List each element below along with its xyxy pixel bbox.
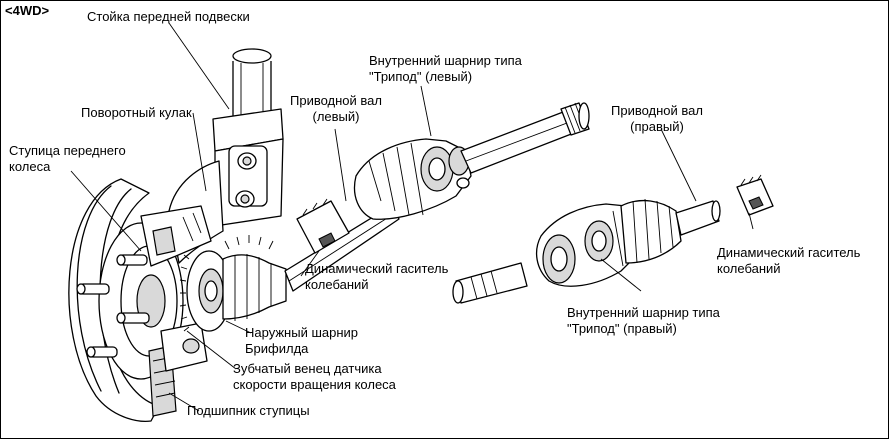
right-drive-shaft <box>675 200 721 236</box>
label-left-dynamic-damper: Динамический гаситель колебаний <box>305 261 449 292</box>
variant-tag: <4WD> <box>5 3 50 18</box>
label-hub-bearing: Подшипник ступицы <box>187 403 310 418</box>
label-right-drive-shaft: Приводной вал (правый) <box>611 103 703 134</box>
right-dynamic-damper <box>736 174 774 216</box>
front-strut <box>212 48 284 227</box>
right-axle-stub <box>452 262 528 304</box>
right-tripod-joint <box>535 198 682 287</box>
left-dynamic-damper <box>296 198 350 254</box>
left-tripod-joint <box>353 102 590 220</box>
label-left-tripod-joint: Внутренний шарнир типа "Трипод" (левый) <box>369 53 522 84</box>
wheel-stud <box>116 312 150 324</box>
steering-knuckle <box>140 160 224 372</box>
outer-birfield-joint <box>179 235 287 332</box>
label-front-strut: Стойка передней подвески <box>87 9 250 24</box>
wheel-stud <box>86 346 118 358</box>
wheel-stud <box>116 254 148 266</box>
label-front-hub: Ступица переднего колеса <box>9 143 126 174</box>
leader-lines <box>70 22 754 412</box>
label-right-dynamic-damper: Динамический гаситель колебаний <box>717 245 861 276</box>
label-outer-birfield-joint: Наружный шарнир Брифилда <box>245 325 359 356</box>
left-drive-shaft <box>284 198 400 292</box>
label-left-drive-shaft: Приводной вал (левый) <box>290 93 382 124</box>
label-right-tripod-joint: Внутренний шарнир типа "Трипод" (правый) <box>567 305 720 336</box>
label-steering-knuckle: Поворотный кулак <box>81 105 192 120</box>
label-sensor-ring: Зубчатый венец датчика скорости вращения… <box>233 361 396 392</box>
wheel-stud <box>76 283 110 295</box>
